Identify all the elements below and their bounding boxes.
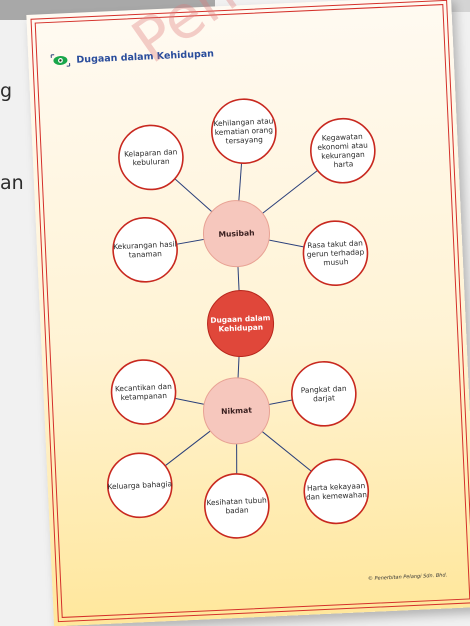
hub-label-musibah: Musibah [218,228,254,239]
node-kecantikan [110,359,177,425]
nodes: Kelaparan dankebuluran Kehilangan ataukem… [106,98,376,539]
hub-musibah [202,200,270,268]
node-label-pangkat: Pangkat dandarjat [301,384,348,404]
mind-map-diagram: Kelaparan dankebuluran Kehilangan ataukem… [106,98,376,539]
node-label-kesihatan: Kesihatan tubuhbadan [206,496,267,517]
node-label-rasa-takut: Rasa takut dangerun terhadapmusuh [306,238,365,268]
node-kehilangan [211,98,277,165]
center-node [207,290,275,358]
hub-nikmat [203,377,271,445]
poster-header: Dugaan dalam Kehidupan [50,46,214,67]
node-label-kecantikan: Kecantikan danketampanan [115,382,173,403]
node-label-kegawatan: Kegawatanekonomi ataukekuranganharta [317,132,369,170]
node-label-harta: Harta kekayaandan kemewahan [305,481,367,502]
node-kekurangan-hasil [112,217,178,283]
node-rasa-takut [302,220,369,286]
node-kelaparan [118,124,184,191]
hub-label-nikmat: Nikmat [221,406,252,416]
poster: Dugaan dalam Kehidupan Kelaparan dankebu… [26,0,470,626]
node-label-keluarga: Keluarga bahagia [107,479,172,491]
node-kesihatan [204,473,270,539]
node-kegawatan [310,117,376,184]
node-label-kehilangan: Kehilangan ataukematian orangtersayang [213,116,274,146]
node-pangkat [291,361,357,427]
node-label-kekurangan-hasil: Kekurangan hasiltanaman [113,239,177,260]
node-keluarga [106,452,173,519]
center-label: Dugaan dalamKehidupan [210,313,271,334]
node-harta [303,458,370,525]
node-label-kelaparan: Kelaparan dankebuluran [124,147,178,167]
cropped-text-fragment: g [0,80,13,102]
cropped-text-fragment: an [0,172,24,194]
eye-icon [50,54,71,67]
